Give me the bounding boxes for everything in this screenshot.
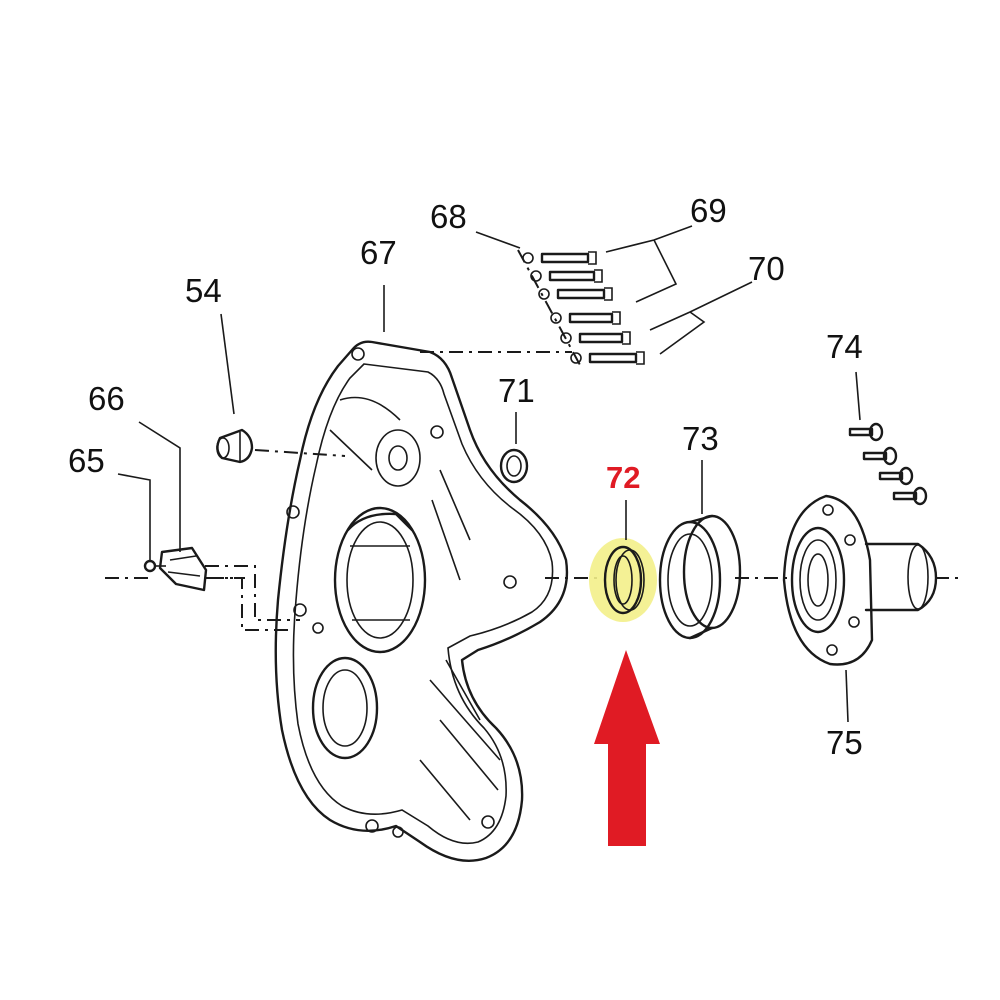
screw-set-68-69-70[interactable] bbox=[522, 251, 645, 365]
label-70: 70 bbox=[748, 250, 785, 287]
label-66: 66 bbox=[88, 380, 125, 417]
label-74: 74 bbox=[826, 328, 863, 365]
label-68: 68 bbox=[430, 198, 467, 235]
o-ring-71[interactable] bbox=[499, 448, 529, 484]
axis-screws bbox=[517, 249, 581, 366]
axis-66 bbox=[205, 565, 300, 621]
label-71: 71 bbox=[498, 372, 535, 409]
bearing-73[interactable] bbox=[658, 514, 742, 640]
label-65: 65 bbox=[68, 442, 105, 479]
housing-67[interactable] bbox=[274, 340, 569, 862]
seal-72[interactable] bbox=[603, 545, 645, 615]
seal-72-highlight bbox=[589, 538, 657, 622]
highlight-ring bbox=[589, 538, 657, 622]
label-54: 54 bbox=[185, 272, 222, 309]
plug-54[interactable] bbox=[216, 428, 254, 464]
axis-65 bbox=[210, 577, 290, 631]
label-67: 67 bbox=[360, 234, 397, 271]
label-72: 72 bbox=[606, 460, 640, 495]
label-69: 69 bbox=[690, 192, 727, 229]
flange-75[interactable] bbox=[782, 494, 938, 666]
bracket-66[interactable] bbox=[158, 546, 208, 592]
bolts-74[interactable] bbox=[848, 422, 928, 506]
label-75: 75 bbox=[826, 724, 863, 761]
bolt-65[interactable] bbox=[143, 559, 166, 573]
arrow-up-icon bbox=[594, 650, 660, 846]
label-73: 73 bbox=[682, 420, 719, 457]
leader-lines bbox=[117, 225, 861, 723]
